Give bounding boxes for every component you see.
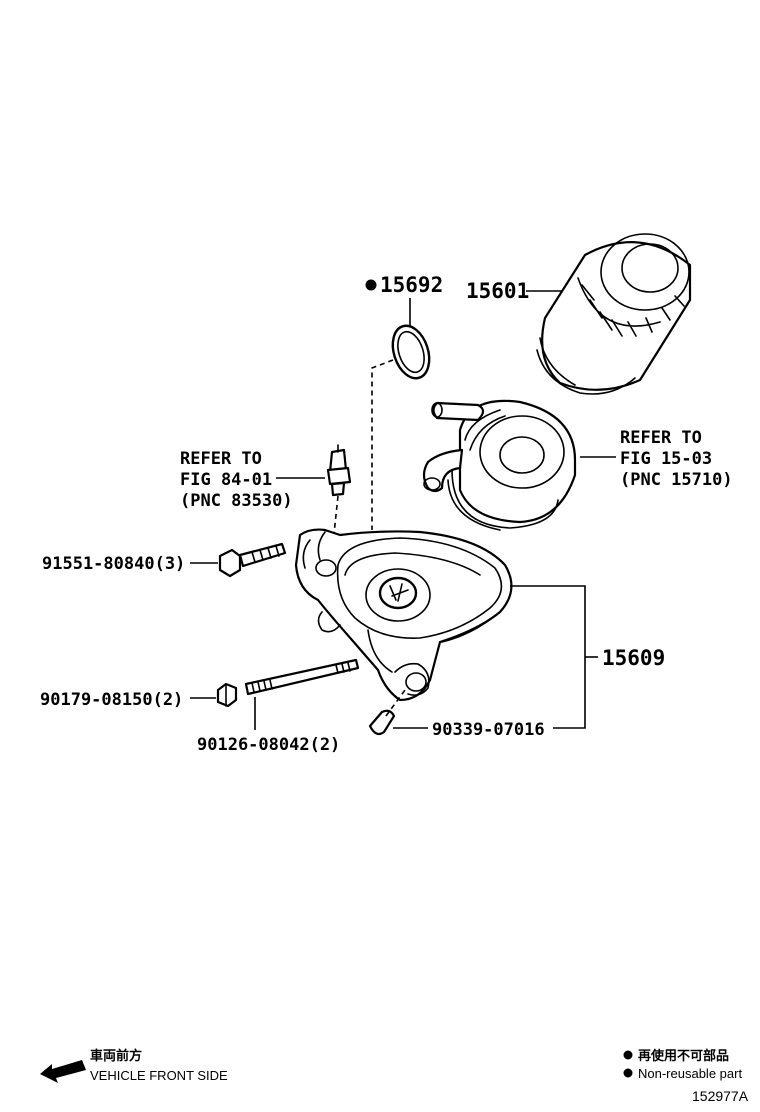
sensor-ref-line3: (PNC 83530)	[180, 491, 293, 511]
nut-drawing[interactable]	[216, 682, 238, 708]
non-reusable-dot-icon	[365, 279, 377, 291]
front-jp-text: 車両前方	[90, 1048, 142, 1063]
front-arrow-icon	[40, 1060, 86, 1083]
sensor-ref-line2[interactable]: FIG 84-01	[180, 470, 272, 490]
oil-cooler-drawing[interactable]	[422, 399, 577, 531]
legend-dot-icon	[623, 1068, 633, 1078]
nonreuse-jp-text: 再使用不可部品	[638, 1048, 729, 1063]
filter-label[interactable]: 15601	[466, 279, 529, 303]
oil-filter-drawing[interactable]	[536, 233, 692, 395]
bolt-label[interactable]: 91551-80840(3)	[42, 554, 185, 574]
stud-label[interactable]: 90126-08042(2)	[197, 735, 340, 755]
plug-drawing[interactable]	[368, 709, 396, 736]
nonreuse-en-text: Non-reusable part	[638, 1066, 742, 1081]
bolt-drawing[interactable]	[218, 542, 287, 578]
cooler-ref-line2[interactable]: FIG 15-03	[620, 449, 712, 469]
bracket-label[interactable]: 15609	[602, 646, 665, 670]
figure-id: 152977A	[692, 1088, 749, 1104]
oring-label[interactable]: 15692	[380, 273, 443, 297]
sensor-ref-line1: REFER TO	[180, 449, 262, 469]
cooler-ref-line3: (PNC 15710)	[620, 470, 733, 490]
plug-label[interactable]: 90339-07016	[432, 720, 545, 740]
nut-label[interactable]: 90179-08150(2)	[40, 690, 183, 710]
oil-pressure-sensor-drawing[interactable]	[326, 444, 352, 497]
o-ring-drawing[interactable]	[386, 321, 435, 383]
oring-guide-line	[371, 359, 394, 530]
stud-bolt-drawing[interactable]	[244, 658, 360, 696]
bracket-callout-line	[510, 585, 586, 729]
oil-filter-bracket-drawing[interactable]	[294, 528, 513, 702]
front-en-text: VEHICLE FRONT SIDE	[90, 1068, 228, 1083]
legend-dot-icon	[623, 1050, 633, 1060]
cooler-ref-line1: REFER TO	[620, 428, 702, 448]
